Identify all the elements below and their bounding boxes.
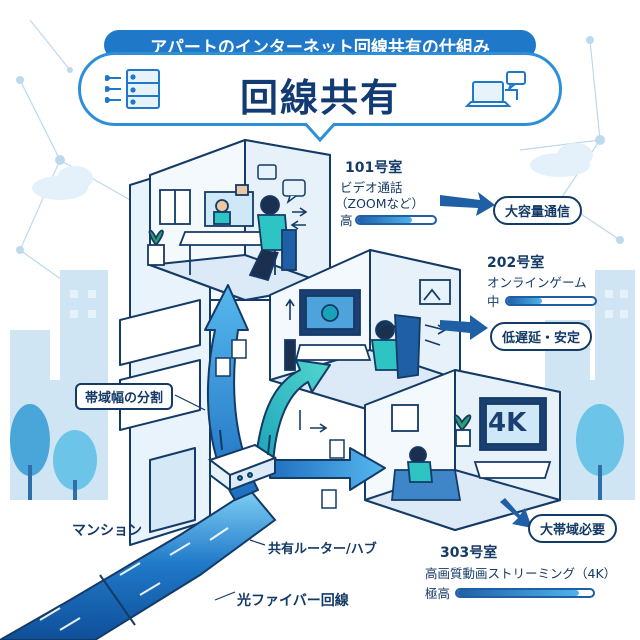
router-label: 共有ルーター/ハブ [268, 542, 377, 557]
tv-4k-label: 4K [488, 408, 527, 438]
room-303-level-bar [455, 588, 595, 598]
benefit-arrows [440, 192, 532, 528]
room-101-number: 101号室 [345, 160, 403, 176]
bandwidth-split-label: 帯域幅の分割 [75, 383, 174, 410]
room-101-level-label: 高 [340, 213, 353, 228]
room-303-number: 303号室 [440, 545, 498, 561]
room-101-activity: ビデオ通話 [340, 180, 403, 195]
room-202-level-bar [505, 296, 597, 306]
room-101-level-bar [355, 215, 437, 225]
fiber-label: 光ファイバー回線 [237, 593, 349, 609]
router-device [207, 429, 278, 492]
main-title: 回線共有 [239, 76, 400, 120]
room-303-level-fill [457, 590, 580, 596]
laptop-icon [465, 71, 526, 107]
document-icons [215, 339, 345, 509]
room-202-number: 202号室 [487, 255, 545, 271]
video-call-scene [147, 184, 297, 282]
room-202-activity: オンラインゲーム [487, 275, 587, 290]
clouds [32, 143, 593, 200]
streaming-scene [391, 397, 552, 501]
title-bubble-tail [300, 120, 340, 142]
bandwidth-arrows [204, 284, 386, 501]
room-101-activity-detail: （ZOOMなど） [335, 196, 425, 211]
room-202-level-fill [507, 298, 543, 304]
room-303-level-label: 極高 [425, 586, 451, 601]
room-101-level-fill [357, 217, 412, 223]
room-202-level-label: 中 [487, 294, 500, 309]
gaming-scene [284, 279, 451, 380]
room-101-benefit: 大容量通信 [493, 196, 583, 225]
room-303-activity: 高画質動画ストリーミング（4K） [425, 566, 617, 581]
fiber-pipe [0, 488, 277, 640]
server-icon [105, 69, 160, 109]
room-202-benefit: 低遅延・安定 [490, 322, 593, 351]
room-303-benefit: 大帯域必要 [528, 514, 618, 543]
building-label: マンション [72, 523, 142, 539]
